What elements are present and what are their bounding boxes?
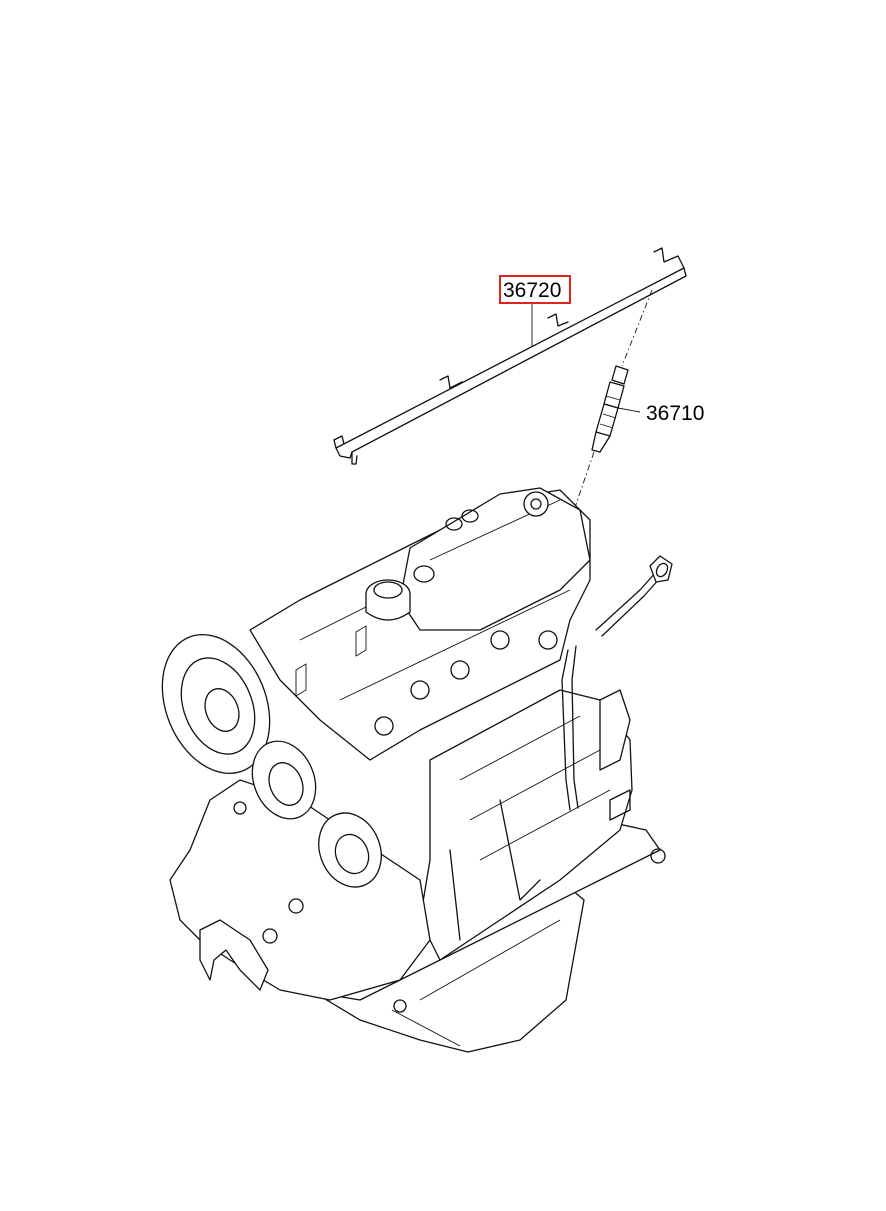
- part-label-36720[interactable]: 36720: [503, 279, 561, 302]
- glow-plug[interactable]: [591, 365, 629, 453]
- engine-assembly: [161, 487, 673, 1053]
- leader-36710: [617, 407, 641, 413]
- part-label-36710[interactable]: 36710: [646, 402, 704, 425]
- highlight-box-36720: [499, 275, 571, 304]
- harness-bar[interactable]: [333, 247, 687, 465]
- alignment-line-upper: [621, 289, 653, 367]
